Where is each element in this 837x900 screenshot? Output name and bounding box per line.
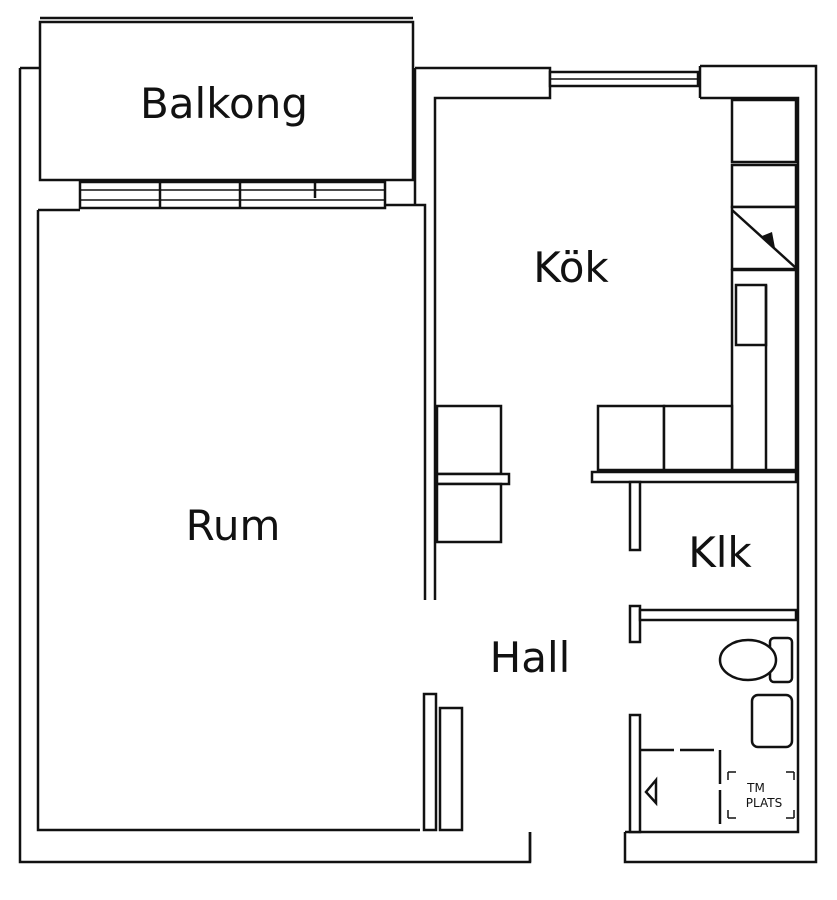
tm-plats-label-line2: PLATS xyxy=(746,796,782,810)
kitchen-window xyxy=(548,70,700,88)
closet-walls xyxy=(628,480,798,644)
bathroom xyxy=(628,636,795,834)
balcony xyxy=(38,16,415,182)
wardrobe xyxy=(435,404,511,544)
outer-walls xyxy=(18,64,818,864)
room-label-kok: Kök xyxy=(533,243,609,292)
tm-plats-label-line1: TM xyxy=(746,781,765,795)
hall-wardrobe xyxy=(422,692,464,832)
room-label-rum: Rum xyxy=(186,501,281,550)
room-label-balkong: Balkong xyxy=(140,79,308,128)
room-label-hall: Hall xyxy=(490,633,571,682)
balcony-windows xyxy=(38,180,427,600)
kitchen-fixtures xyxy=(590,98,798,484)
room-label-klk: Klk xyxy=(688,528,752,577)
